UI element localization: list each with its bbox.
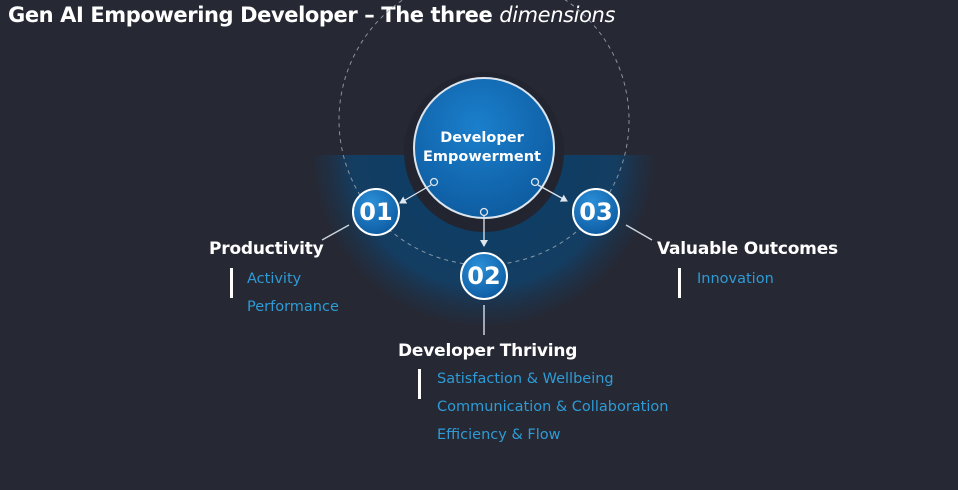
badge-circle-03 <box>572 188 620 236</box>
list-item: Satisfaction & Wellbeing <box>437 371 614 387</box>
dimension-list-productivity: Activity Performance <box>247 269 339 325</box>
connector-arrows <box>399 177 568 247</box>
list-item: Activity <box>247 271 302 287</box>
center-label-line2: Empowerment <box>423 149 541 165</box>
dimension-title-productivity: Productivity <box>209 239 324 259</box>
leader-line-03 <box>625 224 653 241</box>
badge-number-03: 03 <box>579 198 613 226</box>
badge-circle-02 <box>460 252 508 300</box>
dimension-list-developer-thriving: Satisfaction & Wellbeing Communication &… <box>437 369 668 453</box>
dimension-list-valuable-outcomes: Innovation <box>697 269 774 297</box>
list-item: Innovation <box>697 271 774 287</box>
dimension-bar-developer-thriving <box>418 369 421 399</box>
slide-title: Gen AI Empowering Developer – The three … <box>8 3 615 27</box>
badge-circle-01 <box>352 188 400 236</box>
leader-line-01 <box>321 224 350 241</box>
badge-number-01: 01 <box>359 198 393 226</box>
list-item: Efficiency & Flow <box>437 427 561 443</box>
list-item: Performance <box>247 299 339 315</box>
badge-number-02: 02 <box>467 262 501 290</box>
center-label: Developer Empowerment <box>418 129 546 167</box>
list-item: Communication & Collaboration <box>437 399 669 415</box>
dimension-bar-valuable-outcomes <box>678 268 681 298</box>
title-emphasis: dimensions <box>499 3 615 27</box>
dimension-title-developer-thriving: Developer Thriving <box>398 341 578 361</box>
center-label-line1: Developer <box>440 130 524 146</box>
dimension-bar-productivity <box>230 268 233 298</box>
title-main: Gen AI Empowering Developer – The three <box>8 3 493 27</box>
dimension-title-valuable-outcomes: Valuable Outcomes <box>657 239 838 259</box>
